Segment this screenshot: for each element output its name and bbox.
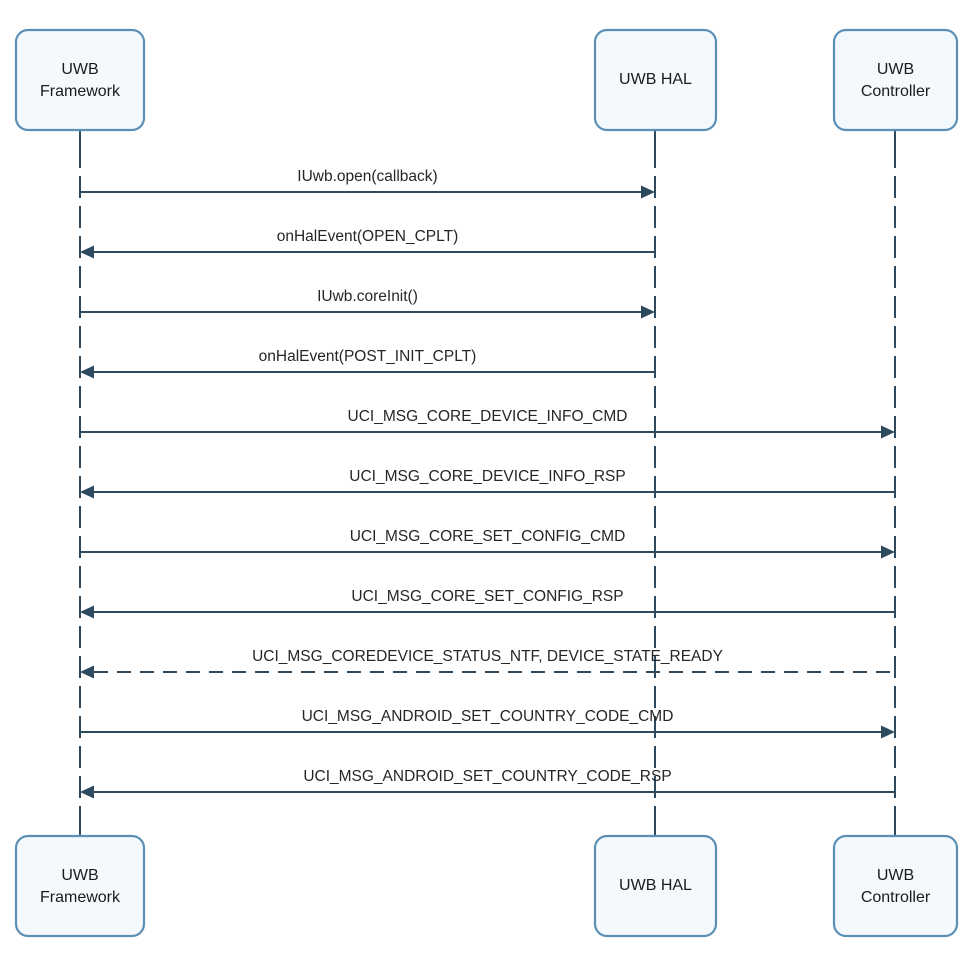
participant-box-controller (832, 28, 959, 132)
participant-label-controller-line2: Controller (861, 889, 931, 906)
lifelines-layer (79, 130, 896, 836)
participant-hal-bottom[interactable]: UWB HAL (593, 834, 718, 938)
participant-label-framework-line2: Framework (40, 889, 121, 906)
message-6[interactable]: UCI_MSG_CORE_DEVICE_INFO_RSP (80, 468, 895, 499)
message-label-11: UCI_MSG_ANDROID_SET_COUNTRY_CODE_RSP (303, 768, 671, 785)
message-label-2: onHalEvent(OPEN_CPLT) (277, 228, 458, 245)
arrow-head-right-icon (881, 725, 895, 739)
message-label-8: UCI_MSG_CORE_SET_CONFIG_RSP (351, 588, 623, 605)
participant-box-hal (593, 28, 718, 132)
participant-box-framework (14, 834, 146, 938)
arrow-head-left-icon (80, 785, 94, 799)
participant-label-controller-line1: UWB (877, 61, 914, 78)
participant-hal-top[interactable]: UWB HAL (593, 28, 718, 132)
participant-box-hal (593, 834, 718, 938)
participant-label-hal-line1: UWB HAL (619, 877, 692, 894)
message-8[interactable]: UCI_MSG_CORE_SET_CONFIG_RSP (80, 588, 895, 619)
participant-box-controller (832, 834, 959, 938)
message-label-10: UCI_MSG_ANDROID_SET_COUNTRY_CODE_CMD (302, 708, 674, 725)
participant-controller-bottom[interactable]: UWB Controller (832, 834, 959, 938)
participant-label-framework-line1: UWB (61, 61, 98, 78)
message-label-1: IUwb.open(callback) (297, 168, 437, 185)
message-1[interactable]: IUwb.open(callback) (80, 168, 655, 199)
arrow-head-left-icon (80, 605, 94, 619)
participant-label-controller-line1: UWB (877, 867, 914, 884)
arrow-head-left-icon (80, 365, 94, 379)
arrow-head-right-icon (881, 425, 895, 439)
message-label-9: UCI_MSG_COREDEVICE_STATUS_NTF, DEVICE_ST… (252, 648, 723, 665)
arrow-head-left-icon (80, 485, 94, 499)
participant-label-framework-line1: UWB (61, 867, 98, 884)
message-label-3: IUwb.coreInit() (317, 288, 418, 305)
participant-box-framework (14, 28, 146, 132)
messages-layer: IUwb.open(callback) onHalEvent(OPEN_CPLT)… (80, 168, 895, 799)
message-label-7: UCI_MSG_CORE_SET_CONFIG_CMD (350, 528, 626, 545)
arrow-head-left-icon (80, 245, 94, 259)
participant-framework-bottom[interactable]: UWB Framework (14, 834, 146, 938)
participant-controller-top[interactable]: UWB Controller (832, 28, 959, 132)
message-5[interactable]: UCI_MSG_CORE_DEVICE_INFO_CMD (80, 408, 895, 439)
message-11[interactable]: UCI_MSG_ANDROID_SET_COUNTRY_CODE_RSP (80, 768, 895, 799)
message-3[interactable]: IUwb.coreInit() (80, 288, 655, 319)
message-9[interactable]: UCI_MSG_COREDEVICE_STATUS_NTF, DEVICE_ST… (80, 648, 895, 679)
arrow-head-right-icon (641, 185, 655, 199)
message-2[interactable]: onHalEvent(OPEN_CPLT) (80, 228, 655, 259)
participant-label-framework-line2: Framework (40, 83, 121, 100)
arrow-head-right-icon (641, 305, 655, 319)
arrow-head-left-icon (80, 665, 94, 679)
arrow-head-right-icon (881, 545, 895, 559)
message-10[interactable]: UCI_MSG_ANDROID_SET_COUNTRY_CODE_CMD (80, 708, 895, 739)
message-label-4: onHalEvent(POST_INIT_CPLT) (259, 348, 477, 365)
message-label-6: UCI_MSG_CORE_DEVICE_INFO_RSP (349, 468, 626, 485)
message-4[interactable]: onHalEvent(POST_INIT_CPLT) (80, 348, 655, 379)
message-label-5: UCI_MSG_CORE_DEVICE_INFO_CMD (348, 408, 628, 425)
participant-label-hal-line1: UWB HAL (619, 71, 692, 88)
message-7[interactable]: UCI_MSG_CORE_SET_CONFIG_CMD (80, 528, 895, 559)
participant-label-controller-line2: Controller (861, 83, 931, 100)
participant-framework-top[interactable]: UWB Framework (14, 28, 146, 132)
